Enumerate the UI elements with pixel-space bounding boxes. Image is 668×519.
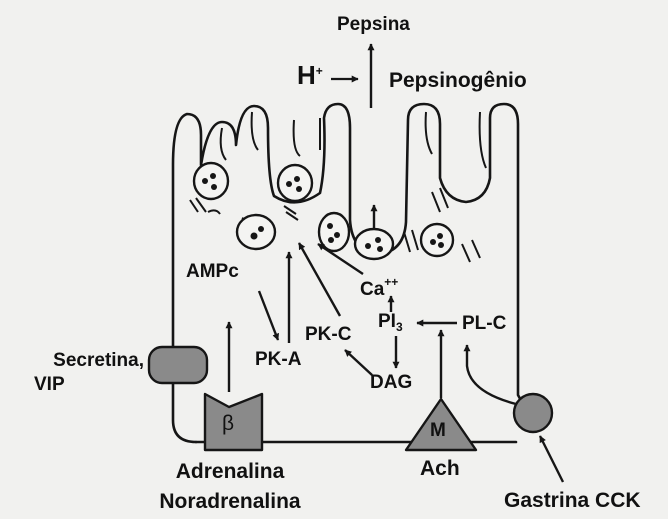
gastrina-cck-label: Gastrina CCK [504,490,641,511]
cck-receptor [514,394,552,432]
villus-inner-line [426,112,432,154]
villus-inner-line [294,120,300,156]
organelle-mark [190,198,206,212]
vesicle [278,165,312,201]
organelle-mark [284,206,298,220]
pkc-label: PK-C [305,325,351,344]
ca-charge: ++ [384,275,398,289]
vesicle [194,163,228,199]
ca-label: Ca++ [360,276,398,299]
pepsina-label: Pepsina [337,15,410,34]
organelle-mark [404,230,418,252]
secretina-label-line2: VIP [2,373,144,397]
pi-subscript: 3 [396,320,403,334]
organelle-mark [462,240,480,262]
h-plus-symbol: H [297,60,316,90]
adrenalina-label: Adrenalina Noradrenalina [140,457,320,517]
pepsinogenio-label: Pepsinogênio [389,70,527,91]
secretina-receptor [149,347,207,383]
vesicle [421,224,453,256]
ca-symbol: Ca [360,279,384,300]
adrenalina-line: Adrenalina [140,457,320,487]
villus-inner-line [252,112,258,150]
secretina-label: Secretina, VIP [2,349,144,397]
villus-inner-line [480,112,486,168]
pi3-label: PI3 [378,312,403,333]
villus-inner-line [221,128,226,160]
ach-label: Ach [420,458,460,479]
ampc-to-pka-arrow [259,291,278,340]
plc-label: PL-C [462,314,506,333]
gastrina-to-receptor-arrow [540,436,563,482]
h-plus-label: H+ [297,62,323,88]
m-symbol: M [430,421,446,440]
pka-label: PK-A [255,350,301,369]
ampc-label: AMPc [186,262,239,281]
secretina-label-line1: Secretina, [2,349,144,373]
organelle-mark [208,210,220,214]
pi-symbol: PI [378,311,396,332]
vesicle [355,229,393,259]
beta-symbol: β [222,413,234,434]
h-plus-charge: + [316,64,323,78]
vesicle [237,215,275,249]
noradrenalina-line: Noradrenalina [140,487,320,517]
vesicle [319,213,349,251]
cck-receptor-to-plc-arrow [467,345,516,404]
dag-label: DAG [370,373,412,392]
dag-to-pkc-arrow [345,350,372,375]
